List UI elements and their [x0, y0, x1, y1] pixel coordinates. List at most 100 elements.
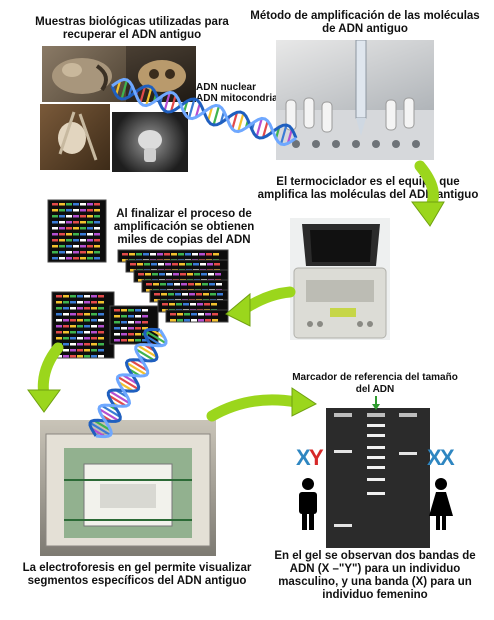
dna-copy-stripe: [128, 327, 134, 330]
arrow-to-copies: [225, 292, 251, 327]
dna-copy-stripe: [181, 283, 187, 286]
female-person-icon: [436, 516, 440, 530]
dna-copy-stripe: [70, 313, 76, 316]
arrow-to-electrophoresis: [37, 342, 64, 402]
dna-copy-stripe: [94, 215, 100, 218]
dna-copy-stripe: [63, 319, 69, 322]
dna-copy-stripe: [159, 273, 165, 276]
dna-base-pair: [144, 329, 167, 345]
dna-copy-stripe: [94, 257, 100, 260]
dna-copy-stripe: [63, 325, 69, 328]
dna-copy-stripe: [77, 301, 83, 304]
dna-base-pair: [100, 404, 121, 418]
thermocycler-photo: [290, 218, 390, 340]
dna-copy-stripe: [91, 349, 97, 352]
dna-helix-top: [110, 77, 298, 147]
dna-copy-stripe: [135, 309, 141, 312]
dna-copy-stripe: [59, 203, 65, 206]
dna-copy-stripe: [184, 313, 190, 316]
female-sample-band: [399, 452, 417, 455]
dna-copy-stripe: [80, 221, 86, 224]
dna-copy-stripe: [73, 209, 79, 212]
dna-copy-stripe: [84, 313, 90, 316]
dna-copy-stripe: [91, 301, 97, 304]
dna-base-pair: [169, 94, 177, 112]
dna-copy-stripe: [66, 245, 72, 248]
dna-copy-stripe: [84, 349, 90, 352]
dna-copy-stripe: [59, 221, 65, 224]
dna-copy-stripe: [121, 333, 127, 336]
dna-copy-stripe: [73, 221, 79, 224]
male-person-icon: [302, 512, 307, 530]
dna-copy-stripe: [66, 257, 72, 260]
dna-copy-stripe: [146, 289, 152, 292]
dna-copy-stripe: [52, 245, 58, 248]
dna-copy-stripe: [130, 269, 136, 272]
dna-copy-stripe: [202, 283, 208, 286]
dna-base-pair: [139, 86, 147, 104]
gel-well: [334, 413, 352, 417]
dna-copy-stripe: [152, 273, 158, 276]
dna-copy-stripe: [208, 273, 214, 276]
dna-base-pair: [145, 86, 153, 106]
dna-copy-stripe: [84, 325, 90, 328]
dna-copy-stripe: [66, 227, 72, 230]
dna-copy-stripe: [180, 273, 186, 276]
dna-copy-stripe: [142, 315, 148, 318]
amplification-caption: Método de amplificación de las moléculas…: [250, 10, 480, 35]
dna-copy-stripe: [121, 309, 127, 312]
dna-base-pair: [261, 120, 269, 138]
dna-copy-stripe: [212, 313, 218, 316]
ladder-band: [367, 478, 385, 481]
dna-copy-stripe: [84, 355, 90, 358]
marker-caption: Marcador de referencia del tamaño del AD…: [292, 372, 458, 395]
dna-copy-stripe: [172, 263, 178, 266]
pipette-plate-photo: [276, 40, 434, 160]
dna-copy-stripe: [77, 325, 83, 328]
dna-copy-stripe: [77, 337, 83, 340]
dna-copy-stripe: [66, 203, 72, 206]
dna-copy-stripe: [94, 209, 100, 212]
dna-copy-stripe: [52, 203, 58, 206]
dna-base-pair: [237, 112, 245, 132]
dna-copy-stripe: [200, 263, 206, 266]
dna-copy-stripe: [142, 339, 148, 342]
ladder-band: [367, 434, 385, 437]
dna-copy-stripe: [121, 315, 127, 318]
dna-copy-stripe: [80, 245, 86, 248]
dna-copy-stripe: [204, 303, 210, 306]
dna-copy-stripe: [80, 215, 86, 218]
dna-copy-stripe: [84, 319, 90, 322]
dna-copy-stripe: [70, 337, 76, 340]
dna-copy-stripe: [77, 343, 83, 346]
dna-copy-stripe: [52, 257, 58, 260]
dna-copy-stripe: [91, 319, 97, 322]
dna-copy-stripe: [162, 303, 168, 306]
chromosome-female-x1: X: [427, 445, 442, 470]
dna-copy-stripe: [98, 307, 104, 310]
dna-copy-stripe: [212, 319, 218, 322]
dna-copy-stripe: [66, 239, 72, 242]
bone-sample-photo: [40, 104, 110, 170]
dna-copy-stripe: [205, 313, 211, 316]
dna-copy-stripe: [210, 293, 216, 296]
dna-copy-stripe: [91, 313, 97, 316]
dna-copy-stripe: [94, 245, 100, 248]
dna-copy-stripe: [142, 327, 148, 330]
dna-copy-stripe: [84, 307, 90, 310]
dna-copy-stripe: [197, 303, 203, 306]
dna-copy-stripe: [191, 313, 197, 316]
dna-copy-stripe: [56, 301, 62, 304]
dna-copy-stripe: [59, 209, 65, 212]
dna-base-pair: [279, 124, 288, 145]
dna-copy-stripe: [215, 273, 221, 276]
dna-base-pair: [231, 112, 239, 130]
dna-copy-stripe: [128, 339, 134, 342]
dna-copy-stripe: [66, 215, 72, 218]
dna-copy-stripe: [175, 293, 181, 296]
fetal-skeleton-photo: [112, 112, 188, 172]
dna-base-pair: [89, 421, 112, 437]
dna-copy-stripe: [160, 283, 166, 286]
